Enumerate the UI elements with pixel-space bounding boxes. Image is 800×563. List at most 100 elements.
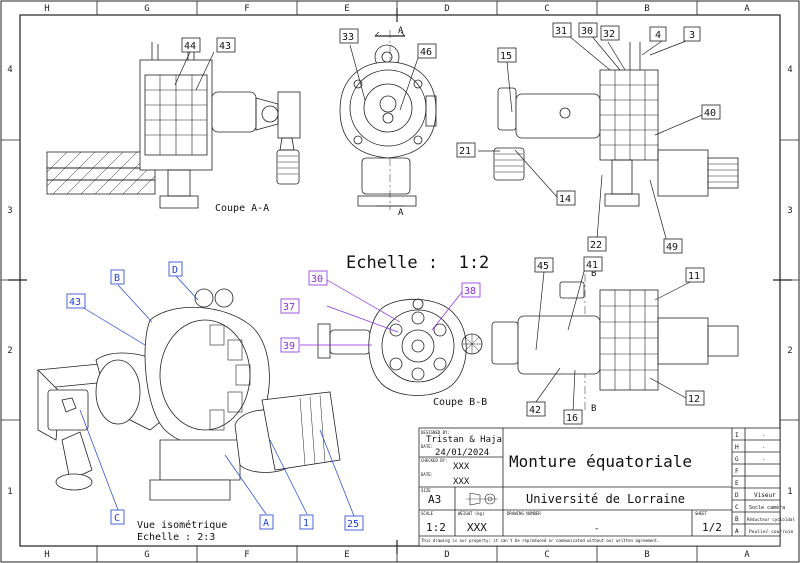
svg-text:Socle caméra: Socle caméra	[749, 504, 785, 511]
balloon-25-blue: 25	[344, 515, 364, 531]
iso-view-label-2: Echelle : 2:3	[137, 532, 215, 543]
svg-text:41: 41	[586, 260, 598, 271]
svg-text:H: H	[735, 444, 739, 451]
svg-text:40: 40	[704, 108, 716, 119]
zone-right-4: 4	[787, 65, 792, 75]
zone-bottom-G: G	[144, 550, 149, 560]
balloon-30-purple: 30	[308, 270, 328, 286]
svg-text:15: 15	[500, 51, 512, 62]
svg-text:30: 30	[581, 26, 593, 37]
zone-top-E: E	[344, 4, 349, 14]
svg-text:16: 16	[566, 413, 578, 424]
svg-text:44: 44	[184, 41, 196, 52]
side-view-bottom	[491, 274, 739, 412]
svg-text:42: 42	[529, 405, 541, 416]
balloon-37-purple: 37	[280, 298, 300, 314]
zone-left-2: 2	[7, 346, 12, 356]
balloons-purple: 30 37 38 39	[280, 270, 481, 353]
drawing-number: -	[594, 524, 599, 534]
svg-text:-: -	[762, 457, 765, 463]
revision-row: H-	[735, 444, 765, 451]
section-bb-label: Coupe B-B	[433, 397, 487, 408]
checked-by: XXX	[453, 462, 470, 472]
zone-bottom-E: E	[344, 550, 349, 560]
svg-text:Viseur: Viseur	[754, 492, 776, 499]
svg-text:39: 39	[283, 341, 295, 352]
zone-bottom-A: A	[744, 550, 750, 560]
balloon-41: 41	[583, 256, 603, 272]
cut-line-b-top: B	[591, 269, 596, 279]
balloon-43: 43	[216, 37, 236, 53]
section-view-aa	[46, 42, 301, 209]
balloon-32: 32	[600, 25, 620, 41]
balloons-black: 44 43 33 46 15 31 30 32 4 3 40 21 14 22 …	[181, 22, 721, 425]
property-notice: This drawing is our property; it can't b…	[421, 538, 659, 543]
svg-text:Réducteur cycloïdal: Réducteur cycloïdal	[747, 517, 795, 522]
balloon-4: 4	[649, 26, 667, 42]
revision-row: D Viseur	[735, 492, 776, 499]
balloon-39-purple: 39	[280, 337, 300, 353]
zone-top-A: A	[744, 4, 750, 14]
zone-top-F: F	[244, 4, 249, 14]
svg-text:43: 43	[219, 41, 231, 52]
balloon-3: 3	[683, 26, 701, 42]
zone-labels: H G F E D C B A H G F E D C B A 4 3 2 1 …	[7, 4, 792, 560]
balloon-16: 16	[563, 409, 583, 425]
svg-text:43: 43	[69, 297, 81, 308]
balloon-14: 14	[556, 190, 576, 206]
svg-text:21: 21	[459, 146, 471, 157]
svg-text:31: 31	[555, 26, 567, 37]
drawing-number-caption: DRAWING NUMBER	[507, 511, 541, 516]
revision-row: F	[735, 468, 739, 475]
svg-text:D: D	[735, 492, 739, 499]
balloons-blue: B D 43 C A 1 25	[66, 261, 364, 531]
svg-text:-: -	[762, 445, 765, 451]
svg-text:49: 49	[666, 242, 678, 253]
zone-top-H: H	[44, 4, 49, 14]
svg-text:C: C	[735, 504, 739, 511]
svg-text:D: D	[172, 265, 178, 276]
svg-text:E: E	[735, 480, 739, 487]
zone-left-1: 1	[7, 487, 12, 497]
date-caption: DATE:	[421, 444, 433, 449]
balloon-33: 33	[339, 28, 359, 44]
zone-top-D: D	[444, 4, 449, 14]
scale-caption: SCALE	[421, 511, 434, 516]
revision-row: G-	[735, 456, 765, 463]
balloon-30: 30	[578, 22, 598, 38]
svg-text:A: A	[263, 518, 269, 529]
balloon-leaders-black	[174, 33, 703, 413]
weight-caption: WEIGHT (kg)	[458, 511, 485, 516]
balloon-15: 15	[497, 47, 517, 63]
zone-bottom-B: B	[644, 550, 649, 560]
zone-bottom-H: H	[44, 550, 49, 560]
scale-value: 1:2	[426, 521, 446, 534]
balloon-11: 11	[685, 267, 705, 283]
isometric-view	[37, 288, 341, 501]
sheet-caption: SHEET	[695, 511, 708, 516]
zone-bottom-F: F	[244, 550, 249, 560]
svg-text:-: -	[762, 433, 765, 439]
balloon-45: 45	[534, 257, 554, 273]
svg-text:46: 46	[420, 47, 432, 58]
revision-row: I-	[735, 432, 765, 439]
svg-text:F: F	[735, 468, 739, 475]
zone-top-B: B	[644, 4, 649, 14]
svg-text:30: 30	[311, 274, 323, 285]
zone-right-1: 1	[787, 487, 792, 497]
svg-text:25: 25	[347, 519, 359, 530]
drawing-title: Monture équatoriale	[509, 452, 692, 471]
svg-text:12: 12	[688, 394, 700, 405]
weight-value: XXX	[467, 521, 487, 534]
svg-text:1: 1	[303, 518, 309, 529]
cut-line-b-bottom: B	[591, 404, 596, 414]
svg-text:22: 22	[590, 240, 602, 251]
balloon-44: 44	[181, 37, 201, 53]
front-view	[339, 30, 437, 210]
balloon-A-blue: A	[259, 514, 274, 530]
balloon-43-blue: 43	[66, 293, 86, 309]
